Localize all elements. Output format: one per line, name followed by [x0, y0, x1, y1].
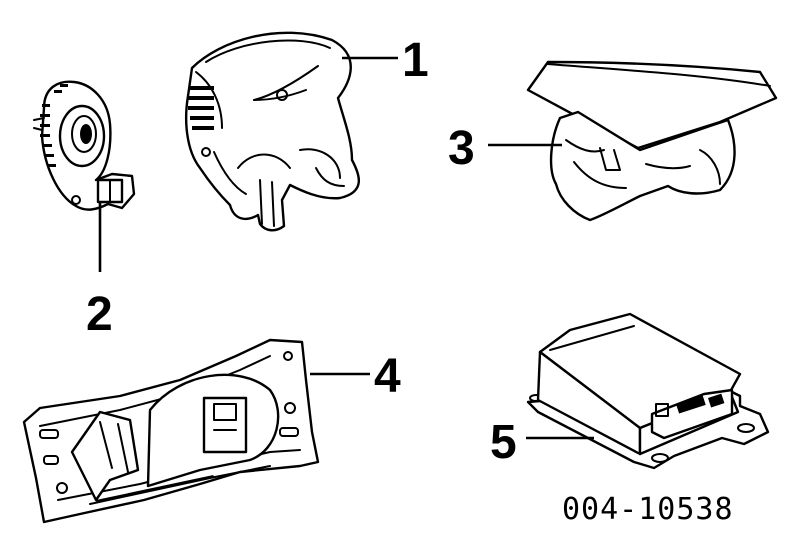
leader-lines	[98, 56, 594, 440]
callout-4: 4	[374, 350, 401, 403]
callout-5: 5	[490, 416, 517, 469]
part-1-driver-airbag	[185, 31, 360, 232]
callout-1: 1	[402, 34, 429, 87]
part-5-control-module	[526, 312, 770, 470]
callout-3: 3	[448, 122, 475, 175]
part-3-passenger-airbag	[526, 60, 778, 222]
callout-2: 2	[86, 288, 113, 341]
part-4-knee-bolster-bracket	[22, 338, 320, 524]
part-2-clockspring	[33, 80, 136, 211]
reference-number: 004-10538	[562, 492, 734, 527]
